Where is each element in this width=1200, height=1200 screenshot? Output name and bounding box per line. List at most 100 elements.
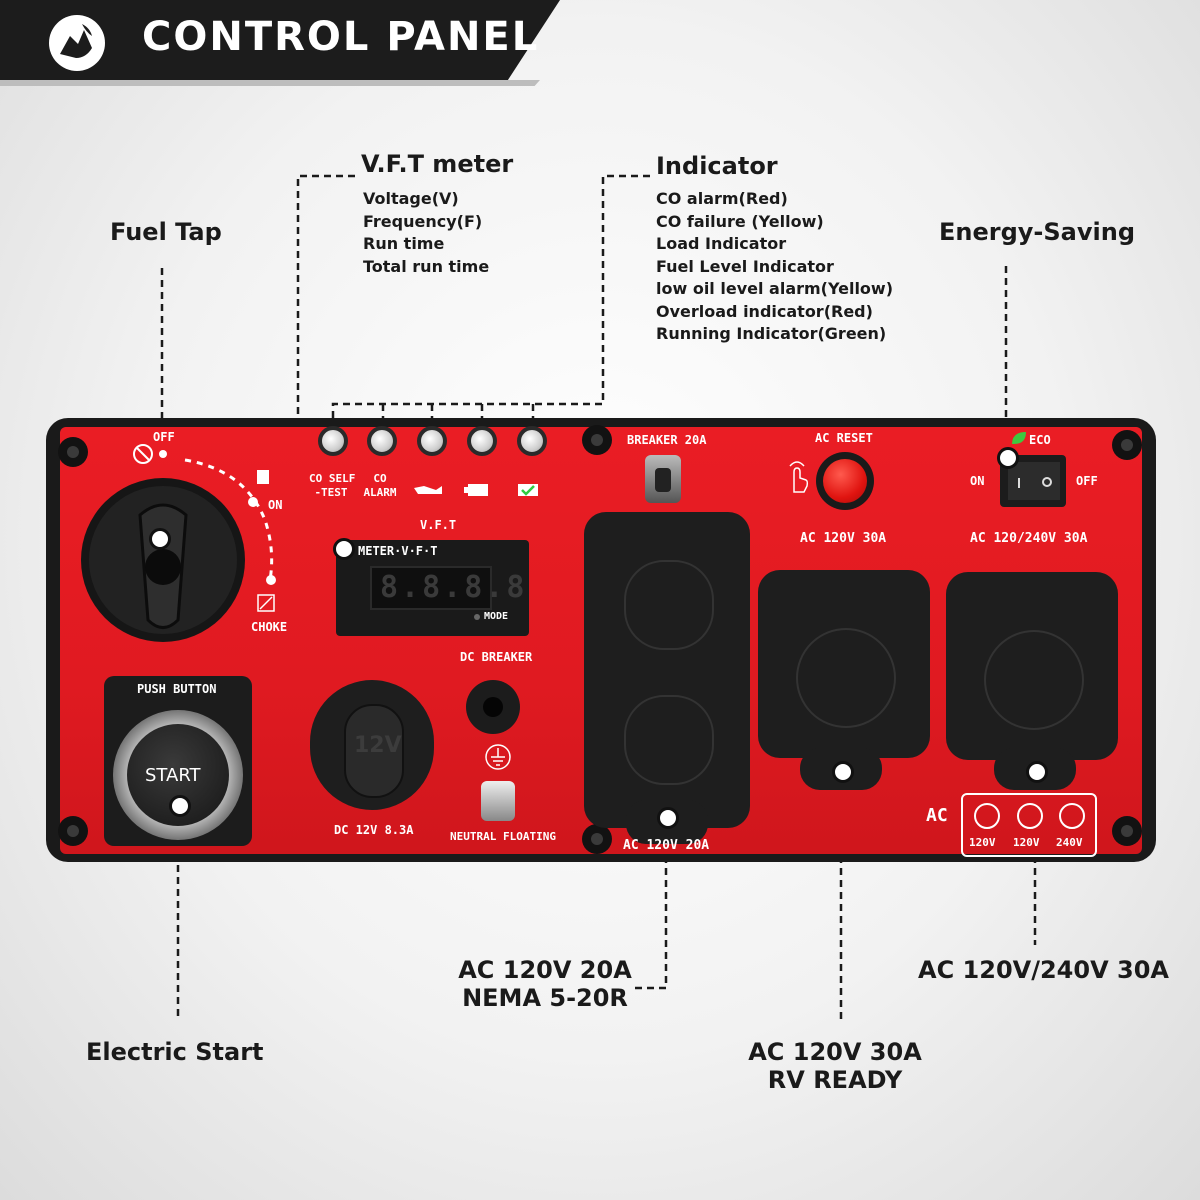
- hand-press-icon: [789, 461, 809, 493]
- mode-label: MODE: [484, 611, 509, 622]
- brand-logo-icon: [49, 15, 105, 71]
- eco-switch-rocker: [1008, 462, 1060, 500]
- page-title: CONTROL PANEL: [142, 14, 540, 60]
- co-self-test-label: CO SELF -TEST: [309, 472, 356, 500]
- ac-120-30a-panel-label: AC 120V 30A: [800, 531, 887, 546]
- ac-240-marker: [1026, 761, 1048, 783]
- dc-socket-label: DC 12V 8.3A: [334, 823, 414, 837]
- ac-20a-marker: [657, 807, 679, 829]
- ac-240-label: AC 120V/240V 30A: [918, 956, 1169, 984]
- outlet-face-top: [624, 560, 714, 650]
- indicator-icons: [414, 484, 538, 496]
- ac-30a-marker: [832, 761, 854, 783]
- ac-30a-outlet-face: [796, 628, 896, 728]
- co-self-test-line1: CO SELF: [309, 472, 356, 485]
- vft-item: Total run time: [363, 256, 490, 276]
- co-alarm-light: [367, 426, 397, 456]
- ground-terminal[interactable]: [481, 781, 515, 821]
- ac-120-240-30a-panel-label: AC 120/240V 30A: [970, 531, 1088, 546]
- breaker-20a-core: [655, 468, 671, 492]
- indicator-item: low oil level alarm(Yellow): [656, 279, 894, 298]
- ac-selector-option: 120V: [969, 836, 996, 849]
- ac-selector-option: 240V: [1056, 836, 1083, 849]
- ac-30a-line2: RV READY: [767, 1066, 903, 1094]
- vft-meter-list: Voltage(V) Frequency(F) Run time Total r…: [363, 188, 489, 278]
- oil-can-icon: [414, 486, 442, 494]
- indicator-item: Load Indicator: [656, 234, 787, 253]
- indicator-title: Indicator: [656, 152, 778, 180]
- indicator-list: CO alarm(Red) CO failure (Yellow) Load I…: [656, 188, 893, 346]
- engine-icon: [464, 484, 488, 496]
- dc-breaker-core: [483, 697, 503, 717]
- header-stripe: [0, 80, 540, 86]
- screw-icon: [582, 425, 612, 455]
- ac-20a-line1: AC 120V 20A: [458, 956, 632, 984]
- running-light: [517, 426, 547, 456]
- ac-reset-label: AC RESET: [815, 431, 873, 445]
- start-marker: [169, 795, 191, 817]
- electric-start-label: Electric Start: [86, 1038, 264, 1066]
- co-alarm-line1: CO: [373, 472, 387, 485]
- fuel-tap-knob[interactable]: [78, 475, 248, 645]
- fuel-on-label: ON: [268, 498, 283, 512]
- ground-icon: [485, 744, 511, 770]
- screw-icon: [1112, 430, 1142, 460]
- vft-meter-caption: METER·V·F·T: [358, 544, 438, 558]
- fuel-tap-label: Fuel Tap: [110, 218, 222, 246]
- eco-marker: [997, 447, 1019, 469]
- co-self-test-line2: -TEST: [314, 486, 348, 499]
- leaf-icon: [1012, 432, 1026, 444]
- fuel-off-label: OFF: [153, 430, 175, 444]
- fuel-choke-label: CHOKE: [251, 620, 288, 634]
- ac20-leader: [630, 820, 668, 990]
- ac-240-outlet-face: [984, 630, 1084, 730]
- vft-item: Run time: [363, 234, 445, 253]
- indicator-item: Running Indicator(Green): [656, 324, 887, 343]
- ac-reset-button[interactable]: [823, 459, 867, 503]
- oil-level-light: [417, 426, 447, 456]
- dc-socket-cap-text: 12V: [354, 733, 402, 758]
- ac-selector-option: 120V: [1013, 836, 1040, 849]
- dc-socket-cap: [344, 704, 404, 798]
- neutral-floating-label: NEUTRAL FLOATING: [450, 830, 556, 843]
- eco-off-mark: [1042, 477, 1052, 487]
- ac-selector-option-icon: [1017, 803, 1043, 829]
- indicator-item: Overload indicator(Red): [656, 301, 873, 321]
- ac-selector-option-icon: [974, 803, 1000, 829]
- eco-off-label: OFF: [1076, 474, 1098, 488]
- vft-item: Frequency(F): [363, 211, 483, 231]
- eco-on-label: ON: [970, 474, 985, 488]
- push-button-label: PUSH BUTTON: [137, 682, 217, 696]
- energy-saving-label: Energy-Saving: [939, 218, 1135, 246]
- co-alarm-label: CO ALARM: [358, 472, 402, 500]
- indicator-leader: [331, 174, 650, 438]
- ac-selector-label: AC: [926, 805, 948, 826]
- ac-selector-option-icon: [1059, 803, 1085, 829]
- indicator-item: CO failure (Yellow): [656, 211, 824, 231]
- ac-selector-box: [961, 793, 1097, 857]
- ac-30a-label: AC 120V 30A RV READY: [735, 1038, 935, 1094]
- breaker-20a-label: BREAKER 20A: [627, 433, 707, 447]
- vft-digits: 8.8.8.8: [380, 570, 528, 605]
- ac-20a-outlet[interactable]: [584, 512, 750, 828]
- ac-20a-line2: NEMA 5-20R: [462, 984, 628, 1012]
- indicator-item: Fuel Level Indicator: [656, 256, 834, 276]
- start-button-label: START: [145, 765, 201, 786]
- mode-button[interactable]: [474, 614, 480, 620]
- overload-light: [467, 426, 497, 456]
- vft-label: V.F.T: [420, 518, 457, 532]
- ac-30a-line1: AC 120V 30A: [748, 1038, 922, 1066]
- co-self-test-light: [318, 426, 348, 456]
- eco-on-mark: [1018, 478, 1020, 488]
- fuel-tap-marker: [149, 528, 171, 550]
- outlet-face-bottom: [624, 695, 714, 785]
- screw-icon: [58, 816, 88, 846]
- vft-meter-title: V.F.T meter: [361, 150, 514, 178]
- fuel-scale: [133, 444, 276, 585]
- vft-marker: [333, 538, 355, 560]
- vft-display: [370, 566, 492, 610]
- ac-120-20a-panel-label: AC 120V 20A: [623, 838, 710, 853]
- ac-20a-label: AC 120V 20A NEMA 5-20R: [440, 956, 650, 1012]
- screw-icon: [582, 824, 612, 854]
- eco-label: ECO: [1029, 433, 1051, 447]
